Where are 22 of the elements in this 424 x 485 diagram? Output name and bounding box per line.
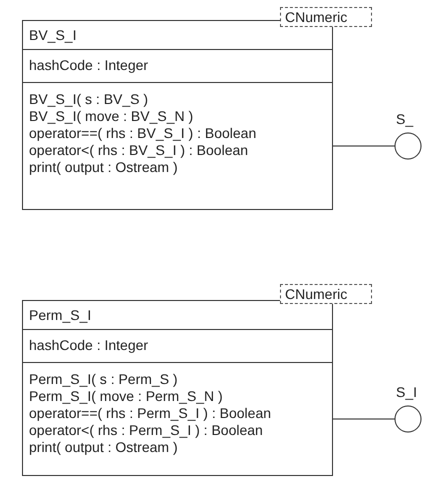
attribute: hashCode : Integer [29, 57, 150, 74]
method: BV_S_I( move : BV_S_N ) [29, 108, 194, 125]
class-box [22, 300, 333, 476]
interface-label: S_ [396, 111, 414, 127]
method: operator<( rhs : BV_S_I ) : Boolean [29, 142, 250, 159]
attribute: hashCode : Integer [29, 337, 150, 354]
template-parameter: CNumeric [280, 284, 372, 304]
method: operator==( rhs : BV_S_I ) : Boolean [29, 125, 258, 142]
method: print( output : Ostream ) [29, 439, 179, 456]
method: Perm_S_I( s : Perm_S ) [29, 371, 179, 388]
method: Perm_S_I( move : Perm_S_N ) [29, 388, 224, 405]
method: print( output : Ostream ) [29, 159, 179, 176]
connector-line [332, 418, 396, 420]
interface-circle [394, 132, 422, 160]
class-name: BV_S_I [29, 27, 78, 44]
interface-circle [394, 406, 422, 432]
template-parameter: CNumeric [280, 7, 372, 27]
method: operator<( rhs : Perm_S_I ) : Boolean [29, 422, 264, 439]
class-name: Perm_S_I [29, 307, 92, 324]
interface-label: S_I [396, 384, 418, 400]
method: operator==( rhs : Perm_S_I ) : Boolean [29, 405, 272, 422]
method: BV_S_I( s : BV_S ) [29, 91, 150, 108]
